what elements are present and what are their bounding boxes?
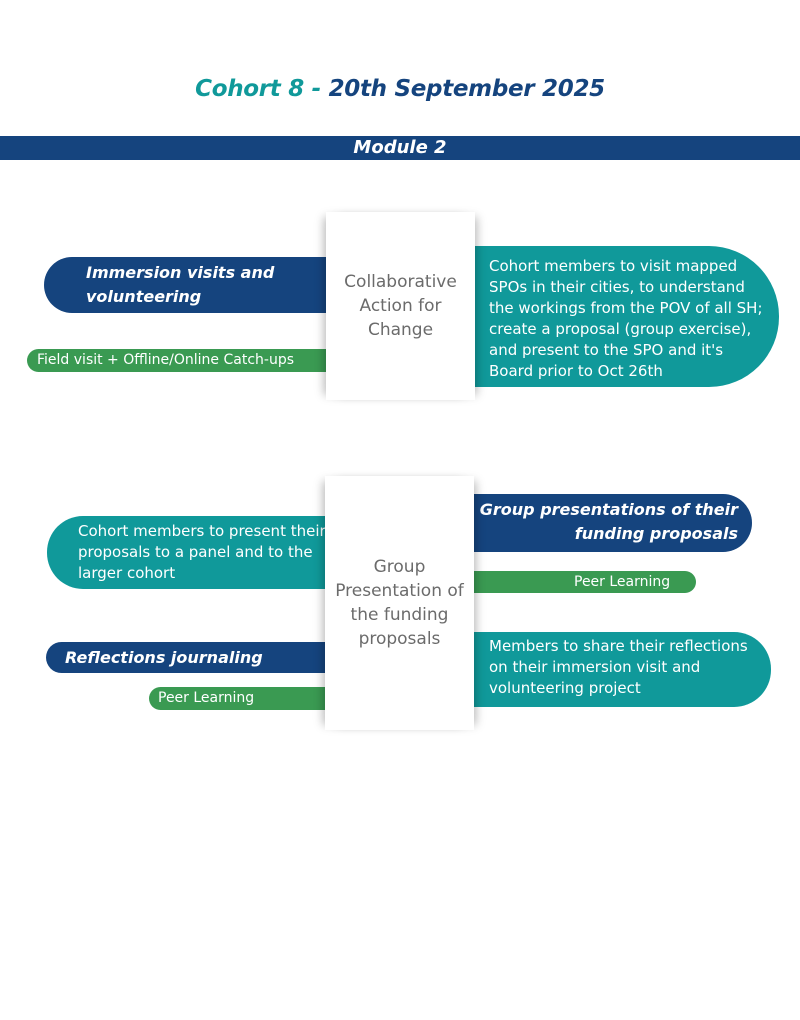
cohort-date: 20th September 2025	[328, 76, 606, 102]
collaborative-action-label: Collaborative Action for Change	[344, 272, 457, 340]
present-proposals-description: Cohort members to present their proposal…	[47, 516, 337, 589]
immersion-description: Cohort members to visit mapped SPOs in t…	[466, 246, 779, 387]
peer-learning-tag-left: Peer Learning	[149, 687, 339, 710]
reflections-journaling-title: Reflections journaling	[46, 642, 338, 673]
collaborative-action-column: Collaborative Action for Change	[326, 212, 475, 400]
group-presentation-label: Group Presentation of the funding propos…	[335, 557, 464, 649]
group-presentations-title: Group presentations of their funding pro…	[466, 494, 752, 552]
cohort-label: Cohort 8 -	[195, 76, 329, 102]
page-title: Cohort 8 - 20th September 2025	[0, 76, 800, 102]
module-banner: Module 2	[0, 136, 800, 160]
reflections-description: Members to share their reflections on th…	[466, 632, 771, 707]
peer-learning-tag-right: Peer Learning	[466, 571, 696, 593]
field-visit-tag: Field visit + Offline/Online Catch-ups	[27, 349, 337, 372]
group-presentation-column: Group Presentation of the funding propos…	[325, 476, 474, 730]
immersion-visits-title: Immersion visits and volunteering	[44, 257, 340, 313]
